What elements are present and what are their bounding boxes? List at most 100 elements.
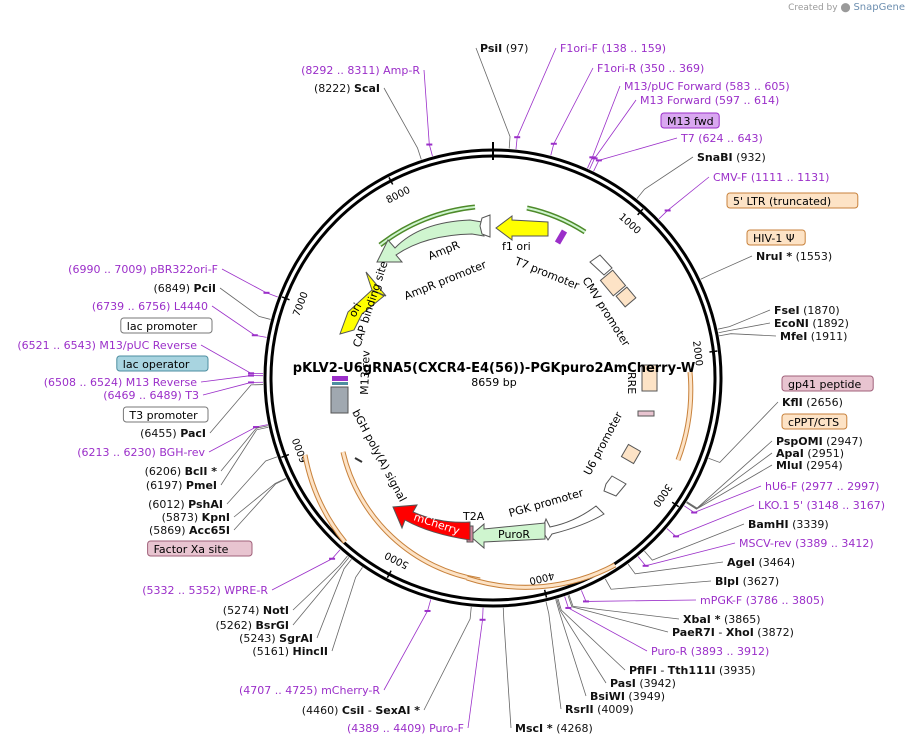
left-box-text-18: Factor Xa site bbox=[154, 543, 229, 556]
feature-label-layer: f1 ori T7 promoter CMV promoter AmpR Amp… bbox=[346, 238, 638, 541]
right-text-30-part-1: (3893 .. 3912) bbox=[691, 645, 770, 658]
left-text-25: (4460) CsiI - SexAI * bbox=[302, 704, 420, 717]
leader-right-28 bbox=[568, 594, 680, 620]
leader-left-22 bbox=[316, 559, 352, 639]
leader-left-1 bbox=[383, 87, 422, 160]
green-arc-f1-inner bbox=[526, 207, 586, 233]
right-text-35-part-0: MscI * bbox=[515, 722, 553, 735]
leader-right-23 bbox=[644, 523, 745, 561]
left-label-1: (8222) ScaI bbox=[314, 82, 380, 95]
right-text-27: mPGK-F (3786 .. 3805) bbox=[700, 594, 824, 607]
leader-right-8 bbox=[658, 176, 710, 220]
leader-left-4 bbox=[211, 305, 267, 338]
leader-right-27 bbox=[581, 590, 697, 602]
leader-left-12 bbox=[208, 424, 268, 453]
right-text-11-part-0: NruI * bbox=[756, 250, 792, 263]
right-box-17 bbox=[781, 413, 848, 430]
features bbox=[302, 204, 694, 590]
left-label-0: (8292 .. 8311) Amp-R bbox=[301, 64, 420, 77]
right-text-14: MfeI (1911) bbox=[780, 330, 847, 343]
right-label-23: BamHI (3339) bbox=[748, 518, 829, 531]
right-text-20: MluI (2954) bbox=[776, 459, 843, 472]
right-label-15: gp41 peptide bbox=[781, 375, 874, 392]
left-text-16-part-0: (5873) bbox=[162, 511, 202, 524]
leader-right-31 bbox=[557, 598, 626, 671]
right-text-16-part-0: KflI bbox=[782, 396, 803, 409]
tick-mark-3 bbox=[543, 589, 548, 598]
left-text-12-part-1: BGH-rev bbox=[159, 446, 205, 459]
left-box-18 bbox=[147, 540, 253, 557]
right-text-34-part-1: (4009) bbox=[594, 703, 634, 716]
right-text-13-part-1: (1892) bbox=[809, 317, 849, 330]
gp41-marker bbox=[637, 410, 655, 417]
snapgene-logo-icon: ⬤ bbox=[840, 3, 851, 13]
left-box-text-7: lac operator bbox=[123, 358, 190, 371]
left-label-4: (6739 .. 6756) L4440 bbox=[92, 300, 208, 313]
right-text-14-part-0: MfeI bbox=[780, 330, 807, 343]
left-text-20-part-1: NotI bbox=[263, 604, 289, 617]
right-label-3: M13/pUC Forward (583 .. 605) bbox=[624, 80, 790, 93]
leader-right-16 bbox=[708, 401, 779, 463]
left-label-3: (6849) PciI bbox=[153, 282, 216, 295]
right-text-12: FseI (1870) bbox=[774, 304, 840, 317]
left-label-14: (6197) PmeI bbox=[146, 479, 217, 492]
right-text-3: M13/pUC Forward (583 .. 605) bbox=[624, 80, 790, 93]
right-label-26: BlpI (3627) bbox=[715, 575, 779, 588]
left-text-25-part-0: (4460) bbox=[302, 704, 342, 717]
leader-right-14 bbox=[719, 333, 777, 337]
tick-label-0: 1000 bbox=[616, 212, 642, 237]
right-text-30: Puro-R (3893 .. 3912) bbox=[651, 645, 769, 658]
right-text-25: AgeI (3464) bbox=[727, 556, 795, 569]
tick-mark-2 bbox=[671, 501, 680, 508]
leader-left-25 bbox=[423, 606, 472, 711]
leader-right-20 bbox=[686, 464, 773, 510]
left-text-8: (6508 .. 6524) M13 Reverse bbox=[44, 376, 197, 389]
left-text-25-part-3: SexAI * bbox=[375, 704, 420, 717]
right-text-11-part-1: (1553) bbox=[792, 250, 832, 263]
left-text-8-part-1: M13 Reverse bbox=[126, 376, 197, 389]
right-label-5: M13 fwd bbox=[660, 112, 720, 129]
right-label-9: 5' LTR (truncated) bbox=[726, 192, 859, 209]
leader-right-35 bbox=[502, 607, 512, 729]
right-text-31-part-2: Tth111I bbox=[668, 664, 716, 677]
right-box-9 bbox=[726, 192, 859, 209]
right-text-1-part-1: (138 .. 159) bbox=[601, 42, 666, 55]
left-text-1-part-1: ScaI bbox=[354, 82, 380, 95]
left-label-22: (5243) SgrAI bbox=[239, 632, 313, 645]
left-label-21: (5262) BsrGI bbox=[215, 619, 289, 632]
right-text-3-part-0: M13/pUC Forward bbox=[624, 80, 725, 93]
left-text-15: (6012) PshAI bbox=[148, 498, 223, 511]
left-text-11-part-1: PacI bbox=[180, 427, 206, 440]
right-text-35-part-1: (4268) bbox=[553, 722, 593, 735]
right-text-12-part-0: FseI bbox=[774, 304, 800, 317]
puror-arrow bbox=[469, 522, 546, 550]
right-text-13: EcoNI (1892) bbox=[774, 317, 849, 330]
leader-left-21 bbox=[292, 557, 350, 626]
right-text-2: F1ori-R (350 .. 369) bbox=[597, 62, 704, 75]
right-box-10 bbox=[746, 229, 806, 246]
left-label-7: lac operator bbox=[116, 355, 209, 372]
left-text-3: (6849) PciI bbox=[153, 282, 216, 295]
tick-mark-1 bbox=[709, 350, 718, 353]
right-text-18-part-1: (2947) bbox=[823, 435, 863, 448]
right-label-24: MSCV-rev (3389 .. 3412) bbox=[739, 537, 874, 550]
leader-left-9 bbox=[202, 381, 264, 396]
left-label-10: T3 promoter bbox=[122, 406, 209, 423]
right-label-27: mPGK-F (3786 .. 3805) bbox=[700, 594, 824, 607]
left-label-17: (5869) Acc65I bbox=[149, 524, 230, 537]
plasmid-name: pKLV2-U6gRNA5(CXCR4-E4(56))-PGKpuro2AmCh… bbox=[293, 361, 695, 376]
right-label-33: BsiWI (3949) bbox=[590, 690, 665, 703]
right-label-34: RsrII (4009) bbox=[565, 703, 634, 716]
leader-right-1 bbox=[515, 47, 557, 150]
left-label-5: lac promoter bbox=[120, 317, 213, 334]
right-text-32: PasI (3942) bbox=[610, 677, 676, 690]
right-label-13: EcoNI (1892) bbox=[774, 317, 849, 330]
left-label-23: (5161) HincII bbox=[252, 645, 328, 658]
pgk-promoter-arrow bbox=[541, 505, 605, 541]
left-text-21-part-0: (5262) bbox=[215, 619, 255, 632]
right-text-1: F1ori-F (138 .. 159) bbox=[560, 42, 666, 55]
feature-t7-promoter-label: T7 promoter bbox=[512, 254, 582, 292]
right-text-24-part-0: MSCV-rev bbox=[739, 537, 795, 550]
left-text-23-part-1: HincII bbox=[292, 645, 328, 658]
